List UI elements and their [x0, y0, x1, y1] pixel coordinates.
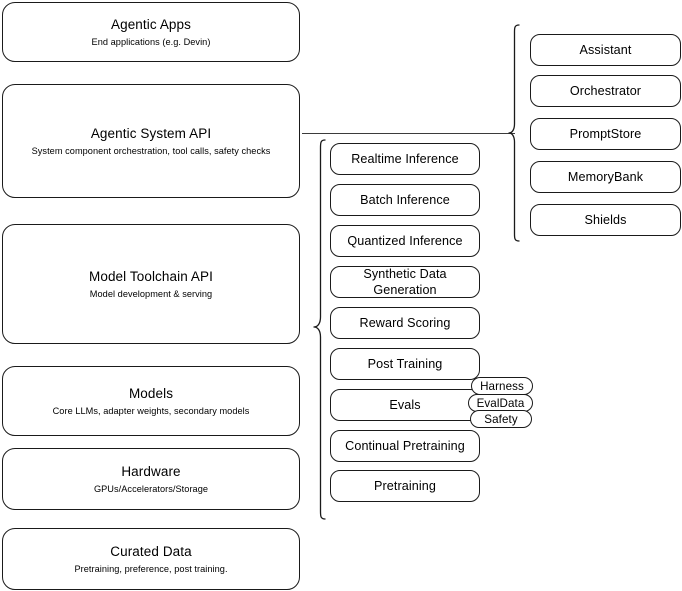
layer-subtitle: Model development & serving: [89, 288, 213, 299]
agentic-component-orchestrator[interactable]: Orchestrator: [530, 75, 681, 107]
stack-layer-hardware[interactable]: Hardware GPUs/Accelerators/Storage: [2, 448, 300, 510]
component-label: Pretraining: [373, 479, 436, 493]
badge-label: Safety: [484, 412, 518, 426]
layer-title: Model Toolchain API: [89, 268, 213, 284]
toolchain-component-reward-scoring[interactable]: Reward Scoring: [330, 307, 480, 339]
layer-subtitle: Pretraining, preference, post training.: [74, 563, 228, 574]
stack-layer-agentic-system-api[interactable]: Agentic System API System component orch…: [2, 84, 300, 198]
layer-title: Hardware: [121, 463, 181, 479]
component-label: MemoryBank: [567, 170, 644, 184]
component-label: Orchestrator: [569, 84, 642, 98]
agentic-component-assistant[interactable]: Assistant: [530, 34, 681, 66]
layer-title: Models: [128, 385, 174, 401]
toolchain-component-post-training[interactable]: Post Training: [330, 348, 480, 380]
toolchain-component-continual-pretraining[interactable]: Continual Pretraining: [330, 430, 480, 462]
component-label: Quantized Inference: [347, 234, 463, 248]
component-label: Evals: [389, 398, 421, 412]
layer-title: Agentic System API: [90, 125, 212, 141]
badge-label: Harness: [480, 379, 524, 393]
component-label: Assistant: [579, 43, 632, 57]
component-label: Post Training: [367, 357, 443, 371]
agentic-component-promptstore[interactable]: PromptStore: [530, 118, 681, 150]
component-label: Synthetic Data Generation: [363, 267, 447, 297]
component-label: Realtime Inference: [351, 152, 459, 166]
toolchain-component-batch-inference[interactable]: Batch Inference: [330, 184, 480, 216]
toolchain-component-quantized-inference[interactable]: Quantized Inference: [330, 225, 480, 257]
eval-badge-harness[interactable]: Harness: [471, 377, 533, 395]
layer-title: Curated Data: [110, 543, 192, 559]
layer-subtitle: End applications (e.g. Devin): [91, 36, 211, 47]
toolchain-component-pretraining[interactable]: Pretraining: [330, 470, 480, 502]
component-label: Continual Pretraining: [345, 439, 465, 453]
brace-toolchain-components: [313, 139, 326, 520]
layer-subtitle: System component orchestration, tool cal…: [31, 145, 271, 156]
layer-title: Agentic Apps: [110, 16, 191, 32]
connector-line-agentic-system-to-components: [302, 133, 515, 135]
component-label: PromptStore: [569, 127, 642, 141]
agentic-component-memorybank[interactable]: MemoryBank: [530, 161, 681, 193]
stack-layer-curated-data[interactable]: Curated Data Pretraining, preference, po…: [2, 528, 300, 590]
stack-layer-models[interactable]: Models Core LLMs, adapter weights, secon…: [2, 366, 300, 436]
component-label: Batch Inference: [360, 193, 450, 207]
stack-layer-model-toolchain-api[interactable]: Model Toolchain API Model development & …: [2, 224, 300, 344]
component-label: Shields: [584, 213, 627, 227]
eval-badge-safety[interactable]: Safety: [470, 410, 532, 428]
badge-label: EvalData: [476, 396, 525, 410]
layer-subtitle: GPUs/Accelerators/Storage: [93, 483, 209, 494]
brace-agentic-components: [508, 24, 520, 242]
agentic-component-shields[interactable]: Shields: [530, 204, 681, 236]
toolchain-component-evals[interactable]: Evals: [330, 389, 480, 421]
toolchain-component-synthetic-data-generation[interactable]: Synthetic Data Generation: [330, 266, 480, 298]
toolchain-component-realtime-inference[interactable]: Realtime Inference: [330, 143, 480, 175]
stack-layer-agentic-apps[interactable]: Agentic Apps End applications (e.g. Devi…: [2, 2, 300, 62]
component-label: Reward Scoring: [359, 316, 451, 330]
layer-subtitle: Core LLMs, adapter weights, secondary mo…: [52, 405, 250, 416]
